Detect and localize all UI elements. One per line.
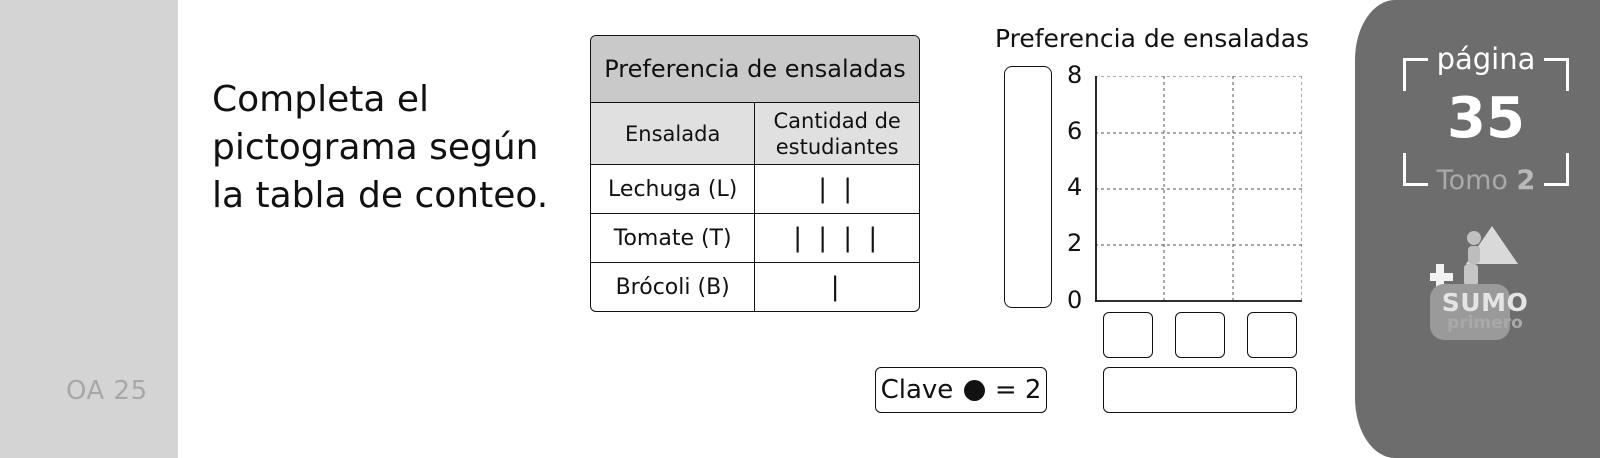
salad-name: Tomate (T) (591, 214, 756, 263)
tally-marks: | (830, 272, 844, 302)
right-margin-band (1355, 0, 1600, 458)
left-margin-band: OA 25 (0, 0, 178, 458)
column-header-salad: Ensalada (591, 103, 756, 165)
table-row: Lechuga (L) | | (591, 165, 919, 214)
y-tick-label: 0 (1067, 286, 1083, 314)
table-row: Brócoli (B) | (591, 263, 919, 311)
tally-table: Preferencia de ensaladas Ensalada Cantid… (590, 35, 920, 312)
mascot-icon (1427, 226, 1518, 290)
pictogram-key: Clave = 2 (875, 367, 1047, 413)
page-number-frame: página 35 Tomo 2 (1403, 42, 1569, 196)
tally-table-header-row: Ensalada Cantidad de estudiantes (591, 103, 919, 165)
tally-marks: | | | | (755, 214, 919, 263)
column-header-count: Cantidad de estudiantes (755, 103, 919, 165)
y-tick-label: 2 (1067, 229, 1083, 257)
sumo-primero-logo: SUMO primero (1427, 224, 1540, 344)
y-tick-label: 6 (1067, 117, 1083, 145)
circle-icon (963, 380, 985, 401)
instruction-text: Completa el pictograma según la tabla de… (212, 79, 549, 216)
y-tick-label: 4 (1067, 173, 1083, 201)
y-axis-label-answer-box[interactable] (1004, 66, 1052, 308)
page-label: página (1436, 42, 1536, 76)
pictogram-title: Preferencia de ensaladas (995, 24, 1310, 53)
y-tick-label: 8 (1067, 61, 1083, 89)
tally-table-title-row: Preferencia de ensaladas (591, 36, 919, 103)
salad-name: Lechuga (L) (591, 165, 756, 214)
x-axis-label-answer-box[interactable] (1103, 367, 1297, 413)
tally-marks: | | (755, 165, 919, 214)
volume-label: Tomo 2 (1436, 165, 1536, 196)
page-number: 35 (1447, 86, 1525, 151)
key-value: = 2 (994, 375, 1042, 405)
logo-text-primero: primero (1447, 313, 1523, 333)
pictogram-grid[interactable] (1095, 76, 1302, 302)
objective-code: OA 25 (66, 376, 148, 406)
salad-name: Brócoli (B) (591, 263, 756, 311)
category-answer-box-2[interactable] (1175, 312, 1225, 358)
category-answer-box-3[interactable] (1247, 312, 1297, 358)
category-answer-box-1[interactable] (1103, 312, 1153, 358)
logo-text-sumo: SUMO (1441, 288, 1529, 317)
key-label: Clave (880, 375, 954, 405)
tally-table-title: Preferencia de ensaladas (591, 36, 919, 103)
table-row: Tomate (T) | | | | (591, 214, 919, 263)
